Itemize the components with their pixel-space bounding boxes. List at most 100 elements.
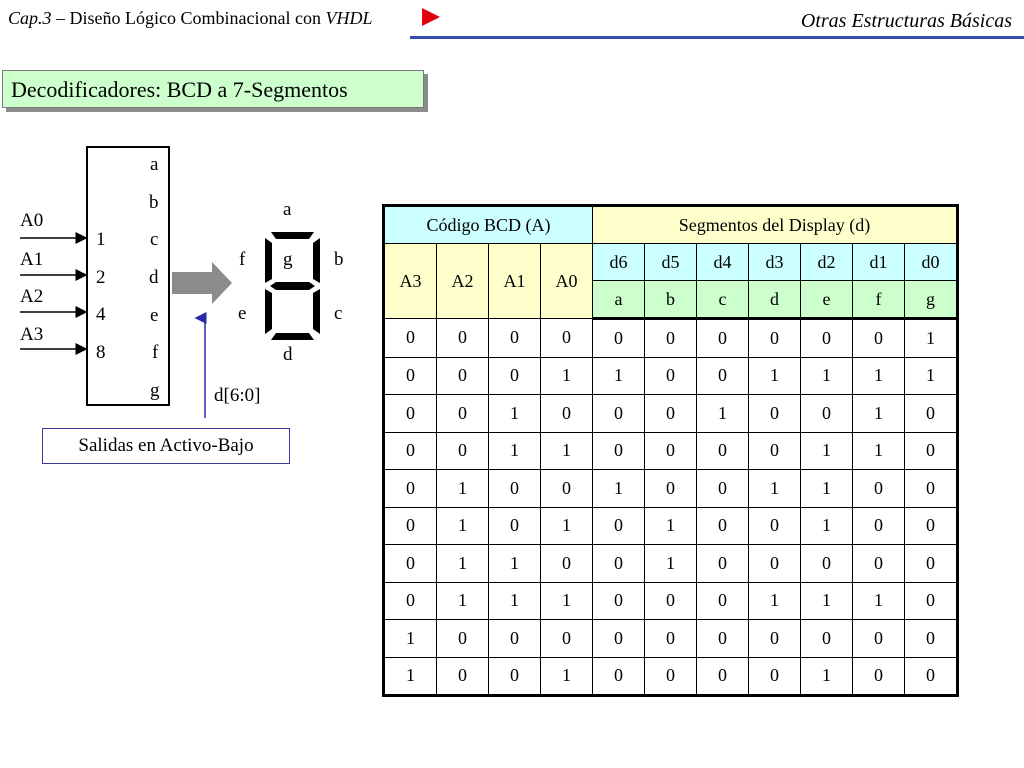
table-cell: 0 xyxy=(383,318,437,358)
table-cell: 0 xyxy=(592,318,645,358)
table-cell: 0 xyxy=(696,318,749,358)
segment-d xyxy=(271,333,314,340)
header-section-title: Otras Estructuras Básicas xyxy=(800,10,1012,32)
table-cell: 0 xyxy=(748,431,801,470)
table-cell: 0 xyxy=(748,619,801,658)
table-cell: 1 xyxy=(436,544,489,583)
output-label-g: g xyxy=(150,380,160,401)
table-cell: 1 xyxy=(800,581,853,620)
table-cell: 0 xyxy=(904,394,958,433)
table-cell: 1 xyxy=(540,431,593,470)
bus-label: d[6:0] xyxy=(214,385,261,406)
decoder-block xyxy=(86,146,170,406)
table-cell: 0 xyxy=(436,619,489,658)
table-cell: 0 xyxy=(904,544,958,583)
table-cell: 1 xyxy=(592,356,645,395)
segment-c xyxy=(313,289,320,334)
table-cell: 1 xyxy=(488,431,541,470)
table-cell: 0 xyxy=(696,431,749,470)
input-label-a2: A2 xyxy=(20,286,44,307)
table-cell: 0 xyxy=(696,619,749,658)
table-cell: 0 xyxy=(383,431,437,470)
table-cell: 0 xyxy=(748,318,801,358)
table-cell: 1 xyxy=(800,356,853,395)
table-cell: 1 xyxy=(436,469,489,508)
display-label-e: e xyxy=(238,303,247,324)
table-cell: 1 xyxy=(748,469,801,508)
table-cell: 1 xyxy=(383,656,437,696)
table-cell: 0 xyxy=(800,619,853,658)
header-d6: d6 xyxy=(592,243,645,281)
table-cell: 0 xyxy=(852,318,905,358)
table-cell: 0 xyxy=(383,469,437,508)
table-cell: 0 xyxy=(383,356,437,395)
output-label-f: f xyxy=(152,342,159,363)
header-a3: A3 xyxy=(383,243,437,319)
table-cell: 1 xyxy=(488,581,541,620)
table-cell: 0 xyxy=(904,619,958,658)
header-chapter-title: Cap.3 – Diseño Lógico Combinacional con … xyxy=(8,8,372,29)
header-title-vhdl: VHDL xyxy=(325,8,373,28)
table-cell: 0 xyxy=(800,394,853,433)
table-cell: 0 xyxy=(800,318,853,358)
table-cell: 0 xyxy=(592,506,645,545)
section-title: Decodificadores: BCD a 7-Segmentos xyxy=(2,70,424,108)
table-cell: 1 xyxy=(800,656,853,696)
play-arrow-icon[interactable] xyxy=(422,8,440,26)
table-cell: 0 xyxy=(852,544,905,583)
table-cell: 0 xyxy=(852,619,905,658)
table-cell: 0 xyxy=(488,619,541,658)
header-a1: A1 xyxy=(488,243,541,319)
bcd-group-header: Código BCD (A) xyxy=(383,205,593,244)
output-label-a: a xyxy=(150,154,159,175)
segment-a xyxy=(271,232,314,239)
decoder-diagram: A0 A1 A2 A3 1 2 4 8 a b c d e f g a f g … xyxy=(0,0,380,480)
header-rule xyxy=(410,36,1024,39)
table-cell: 0 xyxy=(436,656,489,696)
header-seg-f: f xyxy=(852,280,905,320)
truth-table: Código BCD (A) Segmentos del Display (d)… xyxy=(382,204,959,697)
table-cell: 0 xyxy=(592,431,645,470)
table-cell: 0 xyxy=(436,431,489,470)
table-cell: 0 xyxy=(852,506,905,545)
table-cell: 0 xyxy=(592,394,645,433)
input-label-a0: A0 xyxy=(20,210,44,231)
table-cell: 0 xyxy=(748,506,801,545)
table-cell: 0 xyxy=(540,619,593,658)
active-low-note: Salidas en Activo-Bajo xyxy=(42,428,290,464)
header-d0: d0 xyxy=(904,243,958,281)
output-bus-arrow xyxy=(172,262,232,304)
table-cell: 0 xyxy=(800,544,853,583)
table-cell: 1 xyxy=(852,356,905,395)
table-cell: 1 xyxy=(644,506,697,545)
table-cell: 1 xyxy=(904,318,958,358)
table-cell: 1 xyxy=(540,356,593,395)
table-cell: 1 xyxy=(540,656,593,696)
header-seg-c: c xyxy=(696,280,749,320)
table-cell: 1 xyxy=(852,394,905,433)
table-cell: 0 xyxy=(696,506,749,545)
table-cell: 0 xyxy=(644,431,697,470)
chapter-label: Cap.3 xyxy=(8,8,52,28)
header-a2: A2 xyxy=(436,243,489,319)
table-cell: 0 xyxy=(644,318,697,358)
weight-2: 2 xyxy=(96,267,106,288)
seven-segment-display xyxy=(265,232,320,340)
table-cell: 0 xyxy=(592,581,645,620)
table-cell: 1 xyxy=(748,356,801,395)
segment-g xyxy=(270,282,315,290)
input-label-a3: A3 xyxy=(20,324,44,345)
table-cell: 0 xyxy=(540,544,593,583)
table-cell: 1 xyxy=(436,581,489,620)
header-seg-a: a xyxy=(592,280,645,320)
header-d2: d2 xyxy=(800,243,853,281)
table-cell: 0 xyxy=(540,318,593,358)
output-label-c: c xyxy=(150,229,159,250)
display-label-c: c xyxy=(334,303,343,324)
display-label-f: f xyxy=(239,249,246,270)
